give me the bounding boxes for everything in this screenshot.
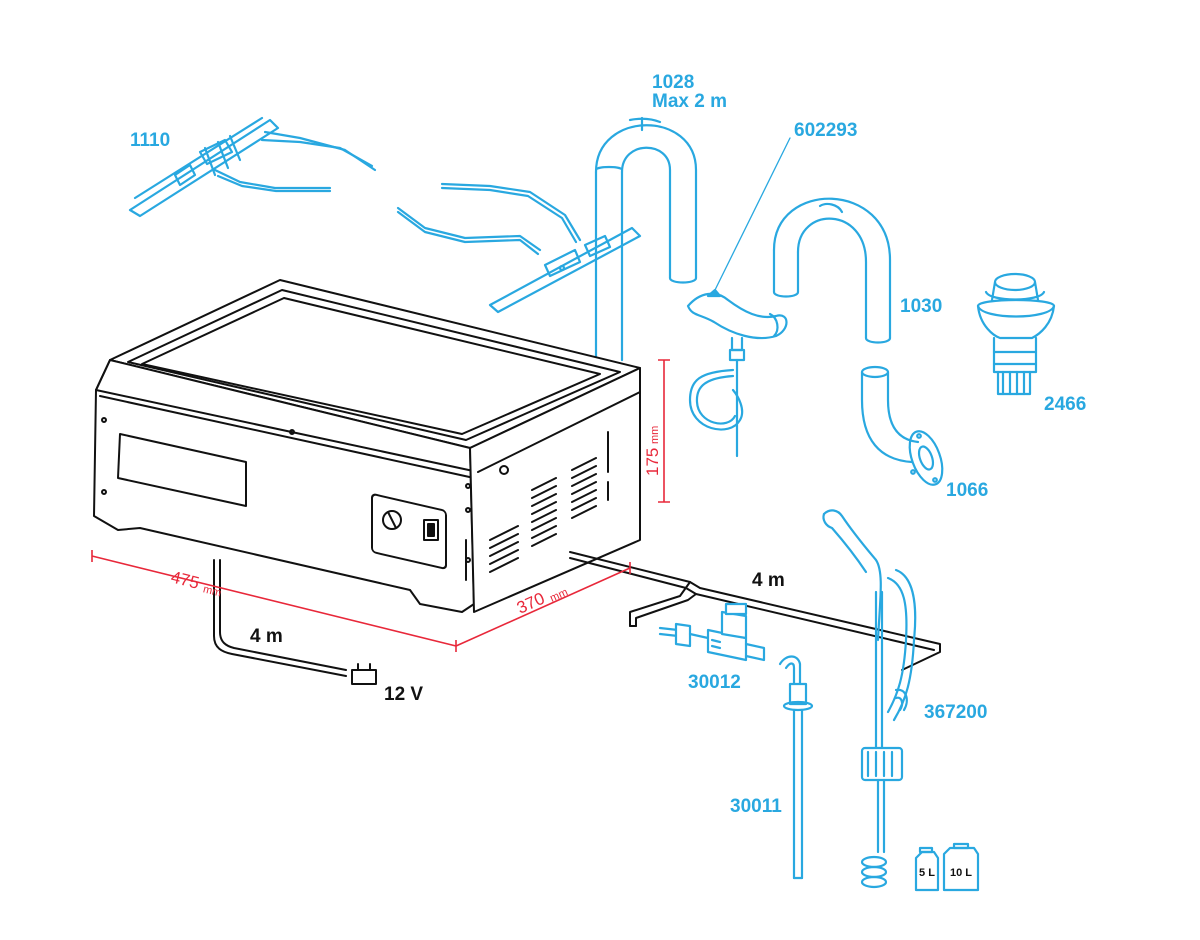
hose-1028: [594, 116, 698, 362]
label-power-length: 4 m: [250, 626, 283, 647]
dim-height-unit: mm: [649, 426, 661, 444]
label-1030: 1030: [900, 296, 942, 317]
elbow-1066: [860, 365, 944, 486]
pickup-tube-30011: [778, 655, 814, 880]
label-power-voltage: 12 V: [384, 684, 423, 705]
cap-2466: [976, 272, 1056, 396]
power-cable: [213, 559, 377, 685]
level-sensor-367200: [822, 509, 917, 889]
label-1110: 1110: [130, 130, 170, 151]
dim-width: 475 mm: [169, 567, 223, 599]
label-1066: 1066: [946, 480, 988, 501]
wiper-arm-1110: [128, 116, 377, 218]
nozzle-602293: [686, 137, 791, 458]
label-2466: 2466: [1044, 394, 1086, 415]
label-602293: 602293: [794, 120, 857, 141]
label-1028-note: Max 2 m: [652, 91, 727, 112]
label-367200: 367200: [924, 702, 987, 723]
dimension-lines: [91, 359, 670, 652]
hose-1030: [772, 197, 892, 344]
label-30012: 30012: [688, 672, 741, 693]
label-1028-code: 1028: [652, 72, 694, 93]
dim-height-value: 175: [643, 448, 662, 476]
canister-5l-label: 5 L: [919, 867, 935, 879]
canister-10l: 10 L: [942, 842, 980, 892]
side-vents: [489, 431, 609, 573]
dim-depth-unit: mm: [548, 586, 570, 604]
wiper-arm-secondary: [396, 182, 642, 314]
label-water-length: 4 m: [752, 570, 785, 591]
canister-5l: 5 L: [914, 846, 940, 892]
dim-height: 175 mm: [643, 426, 662, 476]
dim-width-value: 475: [169, 567, 201, 592]
dim-width-unit: mm: [202, 583, 223, 599]
label-30011: 30011: [730, 796, 782, 817]
main-unit: [93, 279, 641, 613]
water-line: [569, 551, 941, 671]
canister-10l-label: 10 L: [950, 867, 972, 879]
valve-30012: [658, 602, 766, 662]
